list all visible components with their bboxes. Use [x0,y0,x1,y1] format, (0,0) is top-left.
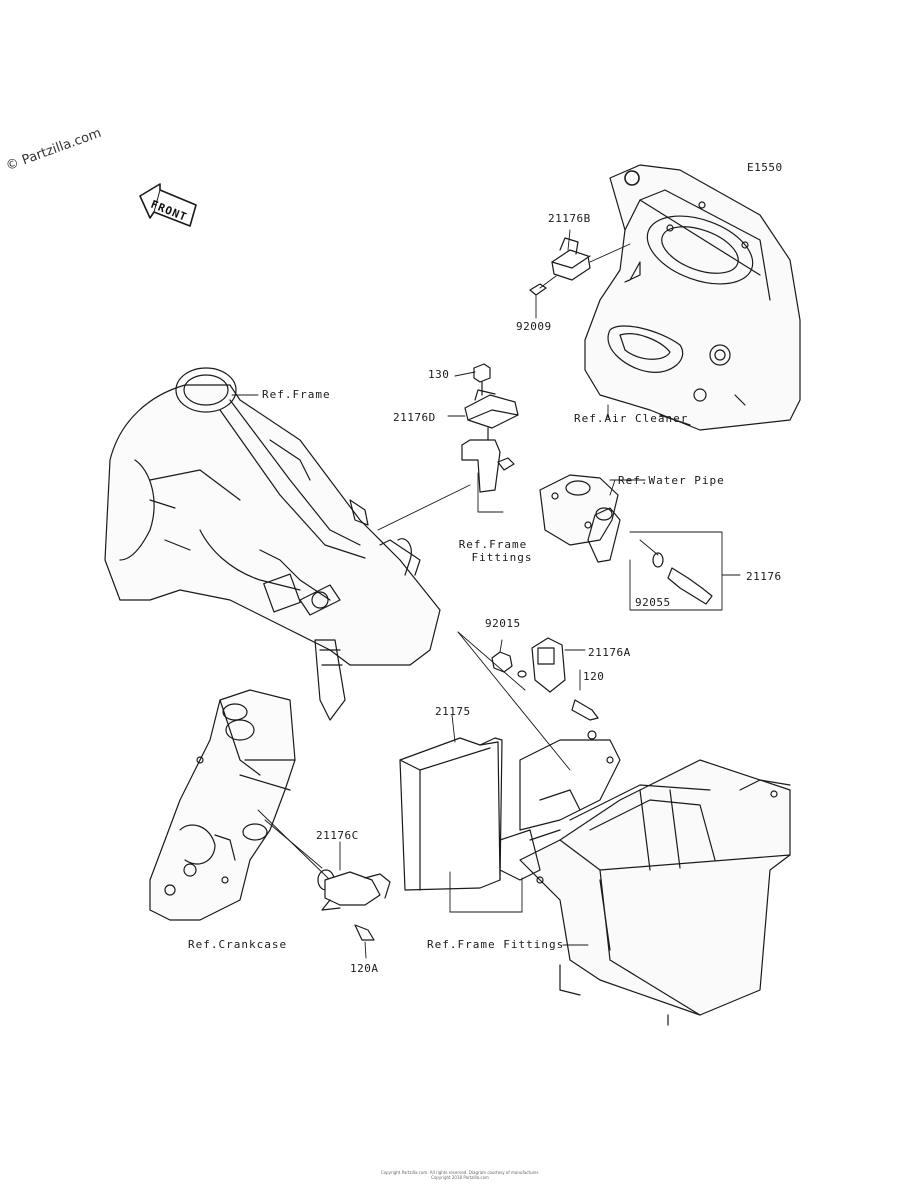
sensor-21176c [317,841,391,959]
part-21176b[interactable]: 21176B [548,212,591,225]
ref-frame-fittings-label: Ref.Frame Fittings [448,538,538,564]
sensor-21176a [457,631,599,771]
sensor-21176 [629,531,741,611]
ecu-21175 [399,714,503,891]
water-pipe-housing [539,474,646,563]
part-92015[interactable]: 92015 [485,617,521,630]
footer-copyright: Copyright Partzilla.com. All rights rese… [350,1170,570,1180]
part-21175[interactable]: 21175 [435,705,471,718]
part-21176d[interactable]: 21176D [393,411,436,424]
part-21176[interactable]: 21176 [746,570,782,583]
part-130[interactable]: 130 [428,368,450,381]
part-120[interactable]: 120 [583,670,605,683]
leader-lines [231,229,609,946]
crankcase [149,689,331,921]
part-21176a[interactable]: 21176A [588,646,631,659]
part-92009[interactable]: 92009 [516,320,552,333]
diagram-code: E1550 [747,161,783,174]
part-92055[interactable]: 92055 [635,596,671,609]
sensor-21176b [529,237,631,296]
frame [104,367,441,721]
part-21176c[interactable]: 21176C [316,829,359,842]
sensor-21176d-assembly [377,363,519,531]
footer-line-2: Copyright 2018 Partzilla.com [431,1175,489,1180]
ref-crankcase-label: Ref.Crankcase [188,938,288,951]
ref-frame-label: Ref.Frame [262,388,331,401]
air-cleaner-housing [584,164,801,431]
ref-frame-fittings-bottom-label: Ref.Frame Fittings [427,938,565,951]
footer-line-1: Copyright Partzilla.com. All rights rese… [380,1170,540,1175]
ref-air-cleaner-label: Ref.Air Cleaner [574,412,689,425]
part-120a[interactable]: 120A [350,962,379,975]
ref-frame-fittings-line1: Ref.Frame [458,538,528,551]
ref-water-pipe-label: Ref.Water Pipe [618,474,725,487]
front-arrow-icon: FRONT [139,183,197,227]
ref-frame-fittings-line2: Fittings [471,551,533,564]
battery-case [499,730,791,1026]
